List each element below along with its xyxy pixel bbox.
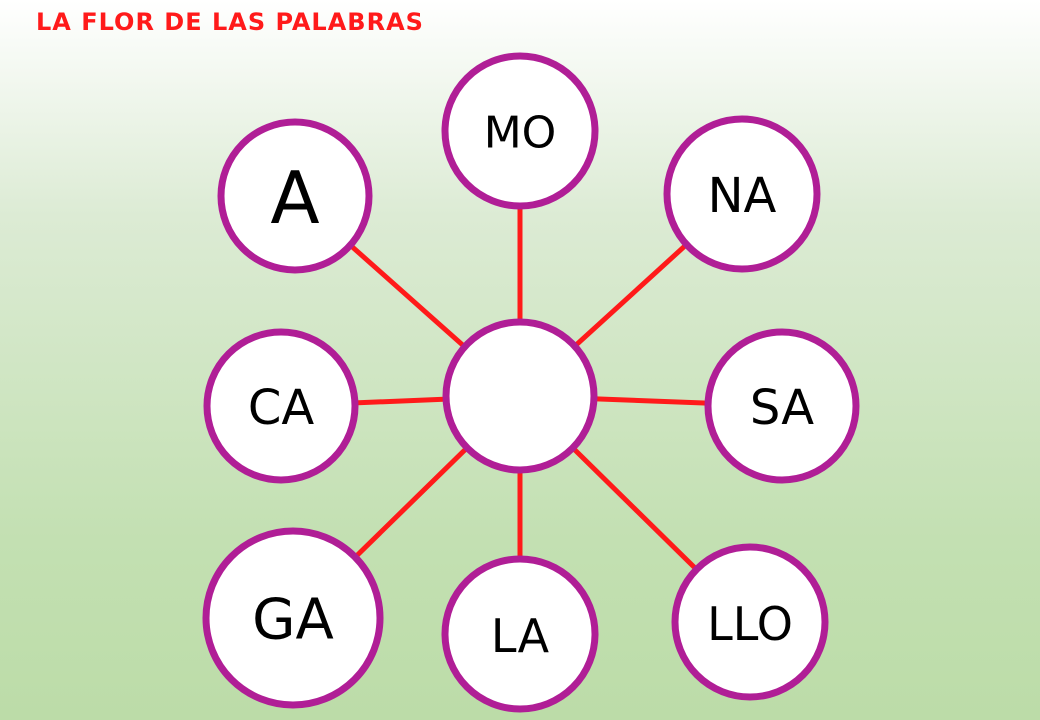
petal-a: A [217,118,373,274]
petal-sa: SA [704,328,860,484]
petal-la: LA [441,555,599,713]
petal-circle [202,527,384,709]
nodes: A MO NA CA SA GA LA LLO [202,52,860,713]
petal-label: A [270,156,319,240]
petal-label: CA [248,380,315,436]
petal-label: MO [484,108,557,159]
petal-label: LA [491,609,550,663]
petal-label: NA [708,168,777,224]
petal-llo: LLO [671,543,829,701]
petal-circle [704,328,860,484]
petal-circle [203,328,359,484]
petal-circle [663,115,821,273]
page-title: LA FLOR DE LAS PALABRAS [36,8,424,36]
petal-circle [441,555,599,713]
petal-label: GA [252,588,334,653]
petal-circle [441,52,599,210]
petal-label: SA [750,380,814,436]
petal-ca: CA [203,328,359,484]
petal-mo: MO [441,52,599,210]
petal-circle [671,543,829,701]
petal-ga: GA [202,527,384,709]
center-circle [442,318,598,474]
petal-label: LLO [707,597,793,651]
petal-circle [217,118,373,274]
petal-na: NA [663,115,821,273]
